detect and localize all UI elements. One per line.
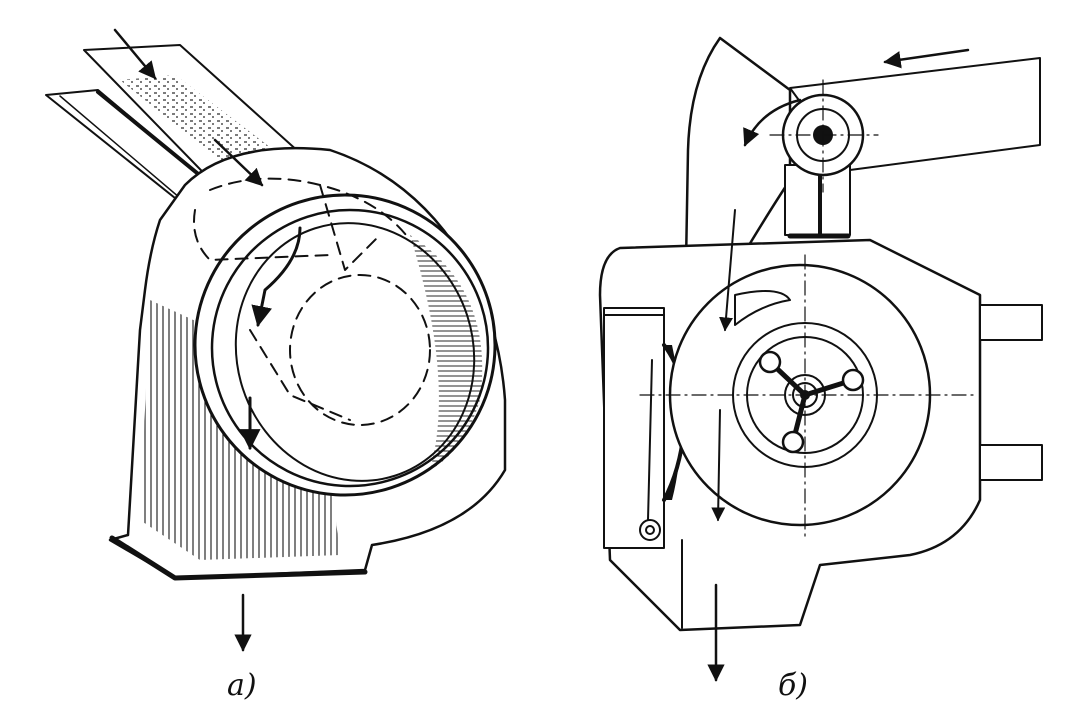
- arrow-hopper-b: [719, 209, 736, 332]
- arrow-in-a: [113, 28, 157, 80]
- arrow-roller-b: [743, 98, 802, 147]
- panel-a-label: а): [227, 668, 257, 703]
- bolt-icon: [781, 430, 805, 454]
- panel-a-drum-separator: [45, 28, 507, 652]
- arrow-drum-b: [711, 409, 726, 522]
- arrow-inner-a: [213, 138, 264, 187]
- panel-b-label: б): [778, 668, 809, 703]
- arrow-drum-a: [251, 226, 302, 328]
- bolt-icon: [758, 350, 782, 374]
- flow-arrows-b: [707, 48, 970, 682]
- flow-arrows-a: [113, 28, 302, 652]
- feed-roller: [769, 79, 879, 193]
- arrow-in-b: [883, 48, 970, 69]
- drum: [193, 177, 497, 497]
- bolt-icon: [841, 368, 865, 392]
- panel-b-drum-separator: [598, 36, 1043, 682]
- drum-b: [639, 254, 976, 541]
